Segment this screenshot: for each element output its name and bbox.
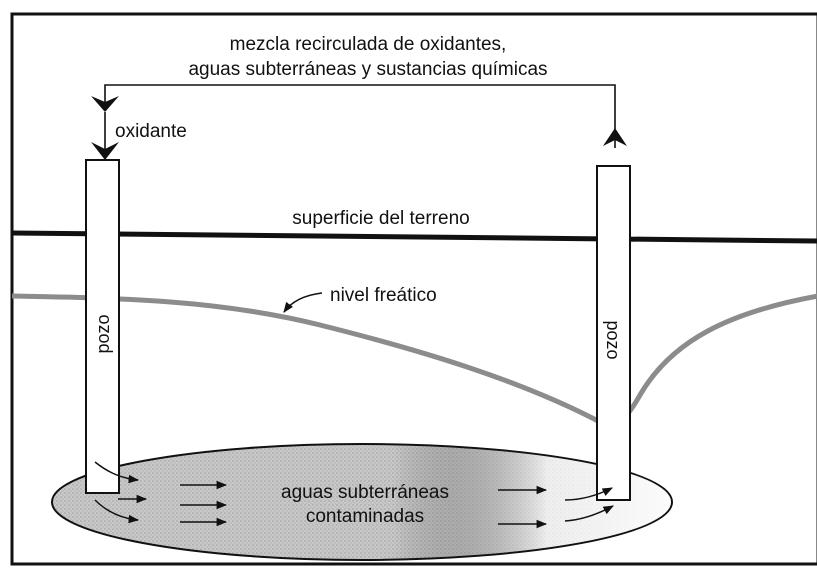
flow-arrow-curved-lower: [94, 499, 140, 524]
left-well: [85, 159, 120, 494]
left-well-label: pozo: [93, 314, 113, 353]
flow-arrow-curved-lower: [564, 505, 614, 522]
recirculation-inlet-arrow: [91, 96, 119, 112]
plume-label-line1: aguas subterráneas: [281, 482, 449, 503]
right-well-label: pozo: [603, 320, 623, 359]
injection-flow-arrows: [94, 461, 614, 529]
right-well: [596, 165, 631, 501]
oxidant-arrow: [91, 142, 119, 160]
recirculation-label-line2: aguas subterráneas y sustancias químicas: [188, 59, 547, 80]
water-table-pointer-arrow: [283, 292, 323, 313]
water-table-line: [11, 293, 817, 426]
plume-label-line2: contaminadas: [306, 506, 424, 527]
flow-arrow-curved-upper: [94, 461, 140, 484]
contaminated-plume: [51, 443, 673, 561]
ground-surface-line: [11, 230, 817, 244]
ground-surface-label: superficie del terreno: [292, 208, 469, 229]
water-table-label: nivel freático: [330, 285, 437, 306]
oxidant-label: oxidante: [115, 121, 187, 142]
recirculation-label-line1: mezcla recirculada de oxidantes,: [230, 34, 507, 55]
recirculation-pipe: [104, 84, 616, 148]
recirculation-outlet-arrow: [603, 128, 627, 146]
flow-arrow-curved-upper: [564, 487, 613, 501]
